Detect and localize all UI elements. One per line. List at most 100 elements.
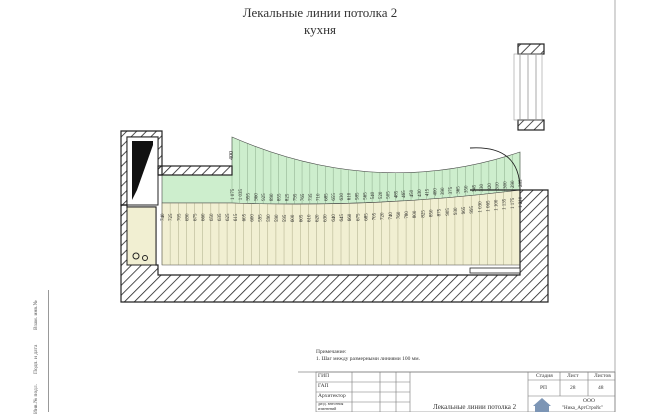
yellow-dimension-label: 930 bbox=[454, 207, 459, 215]
yellow-dimension-label: 635 bbox=[218, 213, 223, 221]
yellow-dimension-label: 660 bbox=[202, 213, 207, 221]
stamp-row-architect: Архитектор bbox=[318, 393, 346, 399]
company-logo bbox=[533, 398, 551, 412]
stamp-org: ООО bbox=[583, 398, 595, 404]
yellow-dimension-label: 740 bbox=[161, 213, 166, 221]
yellow-dimension-label: 675 bbox=[194, 213, 199, 221]
start-label: 400 bbox=[229, 151, 235, 160]
yellow-dimension-label: 600 bbox=[291, 214, 296, 222]
yellow-dimension-label: 645 bbox=[340, 213, 345, 221]
note-text: 1. Шаг между размерными линиями 100 мм. bbox=[316, 356, 421, 362]
green-dimension-label: 320 bbox=[488, 183, 493, 191]
yellow-dimension-label: 875 bbox=[438, 208, 443, 216]
green-dimension-label: 505 bbox=[387, 191, 392, 199]
yellow-dimension-label: 780 bbox=[405, 211, 410, 219]
green-dimension-label: 540 bbox=[371, 191, 376, 199]
yellow-dimension-label: 675 bbox=[356, 213, 361, 221]
yellow-dimension-label: 640 bbox=[332, 214, 337, 222]
stove-burner bbox=[132, 252, 140, 260]
yellow-dimension-label: 630 bbox=[324, 214, 329, 222]
green-dimension-label: 925 bbox=[262, 193, 267, 201]
green-dimension-label: 520 bbox=[379, 191, 384, 199]
stamp-sheet-header: Лист bbox=[567, 373, 579, 379]
margin-label-sign: Подп. и дата bbox=[33, 344, 39, 374]
yellow-dimension-label: 1 065 bbox=[486, 200, 491, 212]
yellow-dimension-label: 625 bbox=[226, 213, 231, 221]
yellow-dimension-label: 995 bbox=[470, 205, 475, 213]
green-dimension-label: 960 bbox=[254, 193, 259, 201]
title-block bbox=[315, 371, 616, 412]
yellow-dimension-label: 1 100 bbox=[495, 199, 500, 211]
green-dimension-label: 350 bbox=[465, 185, 470, 193]
yellow-dimension-label: 905 bbox=[446, 208, 451, 216]
green-dimension-label: 330 bbox=[480, 183, 485, 191]
yellow-dimension-label: 965 bbox=[462, 206, 467, 214]
stamp-row-gap: ГАП bbox=[318, 383, 329, 389]
stamp-stage: РП bbox=[540, 385, 548, 391]
stamp-doc-title: Лекальные линии потолка 2 bbox=[433, 403, 517, 411]
yellow-dimension-label: 650 bbox=[210, 213, 215, 221]
stamp-sheet: 28 bbox=[570, 385, 576, 391]
stove-burner bbox=[142, 255, 148, 261]
yellow-dimension-label: 760 bbox=[397, 211, 402, 219]
drawing-title: Лекальные линии потолка 2 bbox=[242, 5, 398, 20]
yellow-dimension-label: 1 030 bbox=[478, 201, 483, 213]
green-dimension-label: 1 075 bbox=[231, 188, 236, 200]
green-dimension-label: 825 bbox=[285, 193, 290, 201]
yellow-dimension-label: 740 bbox=[389, 212, 394, 220]
walls bbox=[120, 130, 549, 303]
yellow-dimension-label: 1 135 bbox=[503, 198, 508, 210]
yellow-dimension-label: 595 bbox=[283, 214, 288, 222]
stamp-sheets-header: Листов bbox=[594, 373, 611, 379]
green-dimension-label: 585 bbox=[356, 192, 361, 200]
yellow-dimension-label: 705 bbox=[177, 213, 182, 221]
yellow-dimension-label: 595 bbox=[259, 214, 264, 222]
green-dimension-label: 290 bbox=[511, 180, 516, 188]
green-dimension-label: 795 bbox=[293, 193, 298, 201]
yellow-dimension-label: 690 bbox=[185, 213, 190, 221]
green-dimension-label: 465 bbox=[402, 190, 407, 198]
green-dimension-label: 1 035 bbox=[239, 189, 244, 201]
note: Примечание: 1. Шаг между размерными лини… bbox=[316, 349, 420, 363]
green-dimension-label: 735 bbox=[309, 193, 314, 201]
stamp-row-gip: ГИП bbox=[318, 373, 330, 379]
yellow-dimension-label: 660 bbox=[348, 213, 353, 221]
green-dimension-label: 765 bbox=[301, 193, 306, 201]
left-margin-strip bbox=[30, 290, 49, 412]
yellow-dimension-label: 825 bbox=[421, 210, 426, 218]
yellow-dimension-label: 685 bbox=[364, 213, 369, 221]
stamp-small-2: изменений bbox=[318, 406, 337, 411]
yellow-dimension-label: 590 bbox=[267, 214, 272, 222]
stamp-org-name: "Ника_АртСтройс" bbox=[562, 406, 604, 411]
yellow-dimension-label: 720 bbox=[381, 212, 386, 220]
yellow-dimension-label: 605 bbox=[299, 214, 304, 222]
green-dimension-label: 610 bbox=[348, 192, 353, 200]
yellow-dimension-label: 615 bbox=[234, 213, 239, 221]
green-dimension-label: 855 bbox=[278, 193, 283, 201]
green-dimension-label: 400 bbox=[433, 188, 438, 196]
yellow-dimension-label: 1 175 bbox=[511, 197, 516, 209]
green-dimension-label: 345 bbox=[472, 184, 477, 192]
yellow-dimension-label: 725 bbox=[169, 213, 174, 221]
window-element bbox=[513, 43, 545, 131]
green-dimension-label: 430 bbox=[418, 189, 423, 197]
green-dimension-label: 630 bbox=[340, 192, 345, 200]
note-title: Примечание: bbox=[316, 349, 347, 355]
green-dimension-label: 685 bbox=[324, 193, 329, 201]
green-dimension-label: 655 bbox=[332, 193, 337, 201]
green-dimension-label: 485 bbox=[394, 190, 399, 198]
green-dimension-label: 710 bbox=[317, 193, 322, 201]
yellow-dimension-label: 620 bbox=[316, 214, 321, 222]
green-dimension-label: 310 bbox=[496, 182, 501, 190]
yellow-dimension-label: 705 bbox=[373, 212, 378, 220]
door-swing-arc bbox=[469, 147, 521, 191]
margin-label-inv: Инв.№ подл. bbox=[33, 384, 39, 414]
green-dimension-label: 450 bbox=[410, 189, 415, 197]
green-dimension-label: 995 bbox=[247, 192, 252, 200]
stamp-small-1: дизд. внесения bbox=[318, 401, 344, 406]
yellow-dimension-label: 800 bbox=[413, 210, 418, 218]
green-dimension-label: 300 bbox=[503, 181, 508, 189]
drawing-subtitle: кухня bbox=[303, 22, 337, 37]
